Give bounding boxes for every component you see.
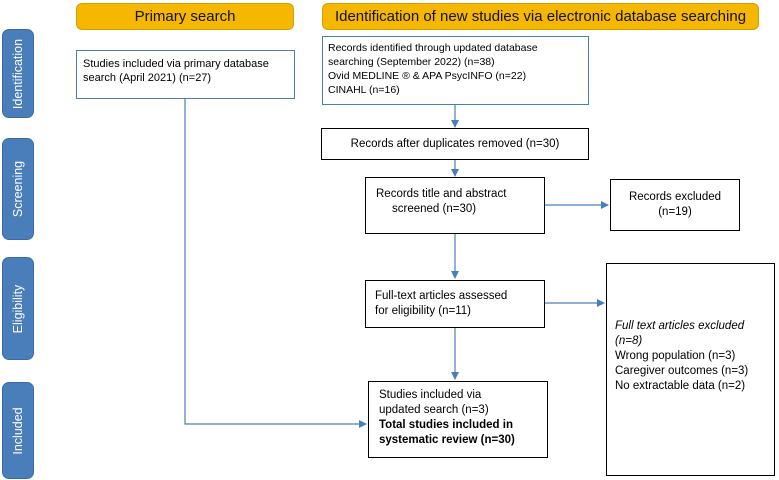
stage-included: Included	[2, 382, 34, 479]
primary-included-box: Studies included via primary database se…	[76, 50, 295, 99]
new-studies-header-text: Identification of new studies via electr…	[334, 8, 747, 25]
records-excluded-line-1: Records excluded	[628, 191, 722, 203]
excluded-reason-wrong-population: Wrong population (n=3)	[615, 350, 736, 362]
fulltext-assessed-box: Full-text articles assessed for eligibil…	[365, 280, 545, 328]
included-line-2: updated search (n=3)	[379, 404, 489, 416]
stage-screening: Screening	[2, 138, 34, 240]
records-excluded-box: Records excluded (n=19)	[610, 179, 740, 231]
included-total-line-2: systematic review (n=30)	[379, 434, 515, 446]
stage-identification: Identification	[2, 29, 34, 118]
fulltext-assessed-line-2: for eligibility (n=11)	[375, 305, 471, 317]
primary-included-line-2: search (April 2021) (n=27)	[83, 72, 212, 84]
excluded-reason-caregiver-outcomes: Caregiver outcomes (n=3)	[615, 365, 749, 377]
stage-eligibility: Eligibility	[2, 257, 34, 360]
fulltext-excluded-title-2: (n=8)	[615, 335, 643, 347]
excluded-reason-no-extractable-data: No extractable data (n=2)	[615, 380, 746, 392]
new-studies-header: Identification of new studies via electr…	[322, 3, 759, 30]
records-identified-line-4: CINAHL (n=16)	[328, 84, 400, 96]
included-box: Studies included via updated search (n=3…	[368, 381, 548, 458]
included-line-1: Studies included via	[379, 389, 482, 401]
duplicates-removed-box: Records after duplicates removed (n=30)	[321, 128, 589, 160]
primary-included-line-1: Studies included via primary database	[83, 58, 269, 70]
fulltext-excluded-title-1: Full text articles excluded	[615, 320, 745, 332]
primary-search-header-text: Primary search	[134, 8, 236, 25]
duplicates-removed-text: Records after duplicates removed (n=30)	[350, 137, 560, 150]
records-identified-line-1: Records identified through updated datab…	[328, 42, 538, 54]
fulltext-excluded-box: Full text articles excluded (n=8) Wrong …	[606, 263, 775, 476]
fulltext-assessed-line-1: Full-text articles assessed	[375, 290, 508, 302]
arrow-primary-to-included	[184, 99, 367, 428]
title-abstract-line-2: screened (n=30)	[392, 203, 477, 215]
records-identified-line-2: searching (September 2022) (n=38)	[328, 56, 495, 68]
primary-search-header: Primary search	[76, 3, 294, 30]
records-identified-box: Records identified through updated datab…	[322, 36, 589, 105]
included-total-line-1: Total studies included in	[379, 419, 513, 431]
title-abstract-line-1: Records title and abstract	[376, 188, 507, 200]
title-abstract-box: Records title and abstract screened (n=3…	[365, 177, 545, 234]
records-identified-line-3: Ovid MEDLINE ® & APA PsycINFO (n=22)	[328, 70, 527, 82]
records-excluded-line-2: (n=19)	[658, 206, 692, 218]
